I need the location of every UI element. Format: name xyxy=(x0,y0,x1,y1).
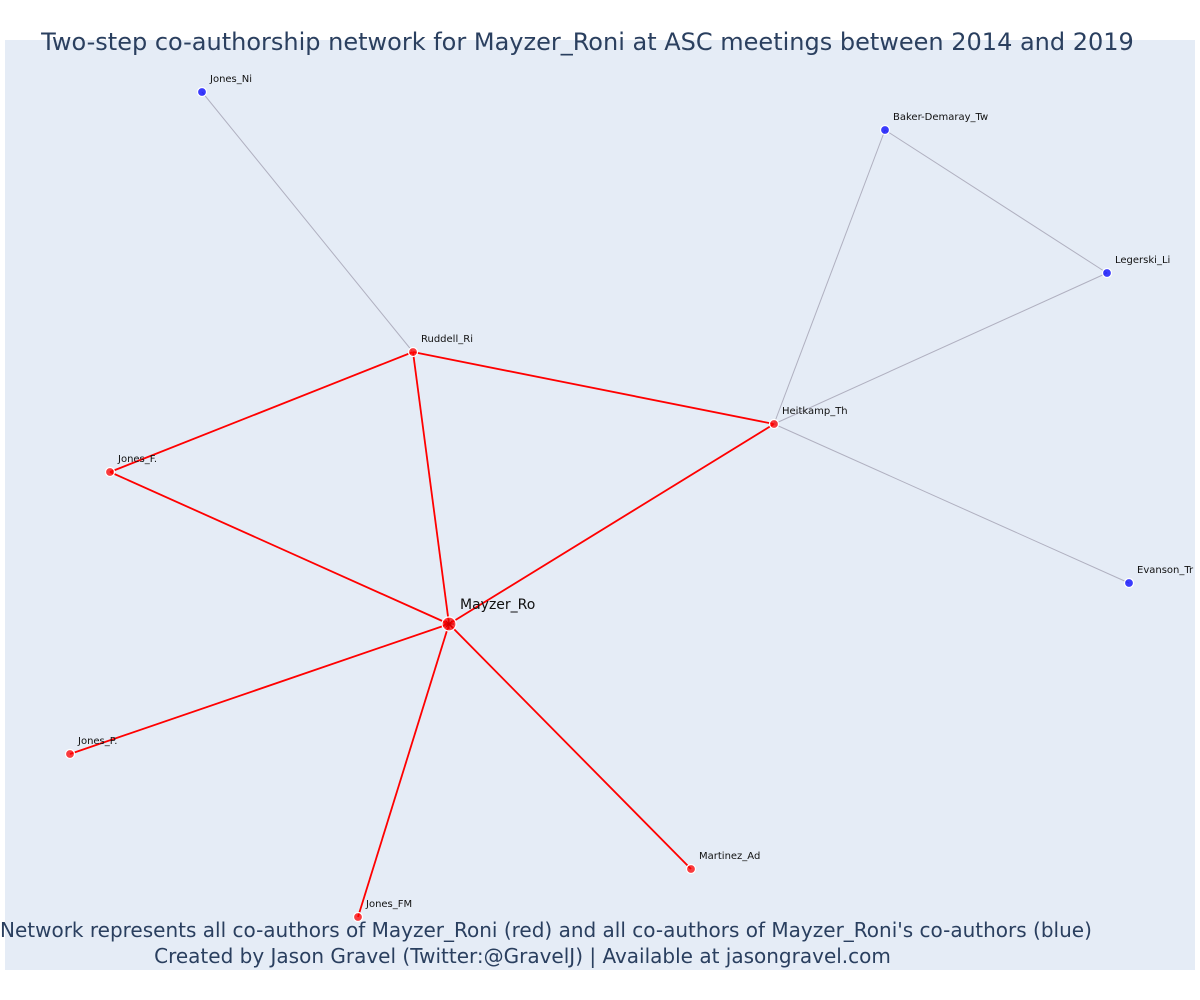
edge-ruddell-ri-jones-f xyxy=(109,351,414,473)
chart-title: Two-step co-authorship network for Mayze… xyxy=(41,28,1134,56)
edge-mayzer-ro-jones-fm xyxy=(357,623,450,918)
node-label-mayzer-ro: Mayzer_Ro xyxy=(460,597,535,613)
edge-baker-demaray-tw-legerski-li xyxy=(884,129,1108,274)
ego-node-marker xyxy=(444,619,454,629)
edges-layer xyxy=(69,91,1130,918)
node-label-legerski-li: Legerski_Li xyxy=(1115,255,1170,266)
node-label-evanson-tr: Evanson_Tr xyxy=(1137,565,1194,576)
caption-credit: Created by Jason Gravel (Twitter:@Gravel… xyxy=(154,944,891,968)
node-label-baker-demaray-tw: Baker-Demaray_Tw xyxy=(893,112,988,123)
node-legerski-li[interactable] xyxy=(1101,267,1113,279)
node-evanson-tr[interactable] xyxy=(1123,577,1135,589)
edge-mayzer-ro-martinez-ad xyxy=(448,623,692,870)
node-label-heitkamp-th: Heitkamp_Th xyxy=(782,406,848,417)
node-label-martinez-ad: Martinez_Ad xyxy=(699,851,760,862)
edge-mayzer-ro-heitkamp-th xyxy=(448,423,775,625)
caption-legend-note: Network represents all co-authors of May… xyxy=(0,918,1092,942)
node-baker-demaray-tw[interactable] xyxy=(879,124,891,136)
node-label-ruddell-ri: Ruddell_Ri xyxy=(421,334,473,345)
node-jones-p[interactable] xyxy=(64,748,76,760)
node-label-jones-p: Jones_P. xyxy=(77,736,117,747)
nodes-layer xyxy=(64,86,1135,923)
edge-mayzer-ro-ruddell-ri xyxy=(412,351,450,625)
node-jones-fm[interactable] xyxy=(352,911,364,923)
node-jones-ni[interactable] xyxy=(196,86,208,98)
edge-heitkamp-th-evanson-tr xyxy=(773,423,1130,584)
edge-heitkamp-th-legerski-li xyxy=(773,272,1108,425)
edge-mayzer-ro-jones-f xyxy=(109,471,450,625)
edge-ruddell-ri-jones-ni xyxy=(201,91,414,353)
edge-ruddell-ri-heitkamp-th xyxy=(412,351,775,425)
node-label-jones-fm: Jones_FM xyxy=(365,899,412,910)
edge-mayzer-ro-jones-p xyxy=(69,623,450,755)
plot-area xyxy=(5,40,1195,970)
node-jones-f[interactable] xyxy=(104,466,116,478)
node-label-jones-ni: Jones_Ni xyxy=(209,74,252,85)
edge-heitkamp-th-baker-demaray-tw xyxy=(773,129,886,425)
node-heitkamp-th[interactable] xyxy=(768,418,780,430)
node-martinez-ad[interactable] xyxy=(685,863,697,875)
node-ruddell-ri[interactable] xyxy=(407,346,419,358)
node-label-jones-f: Jones_F. xyxy=(117,454,157,465)
